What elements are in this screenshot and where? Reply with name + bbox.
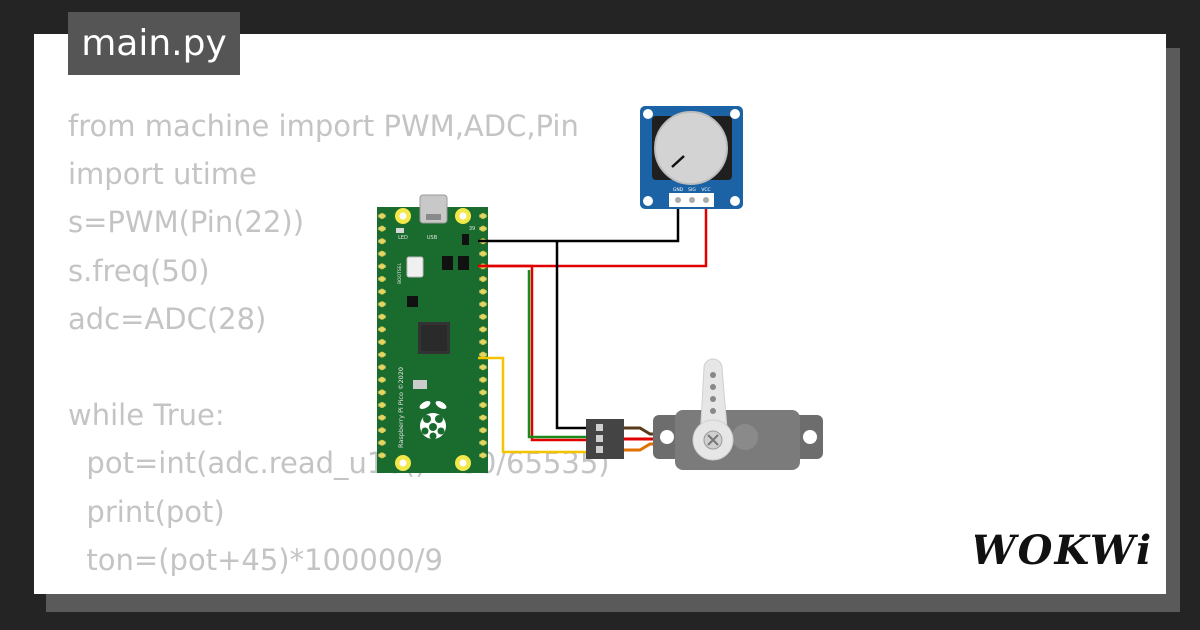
header-pin-pad bbox=[479, 340, 487, 344]
wire-vcc-servo bbox=[478, 264, 590, 442]
servo-horn bbox=[692, 358, 734, 461]
header-pin-pad bbox=[378, 453, 386, 457]
pot-knob[interactable] bbox=[654, 111, 728, 185]
pin-number-label: 39 bbox=[469, 226, 475, 232]
wire-pwm-servo bbox=[478, 356, 590, 454]
header-pin-pad bbox=[479, 365, 487, 369]
header-pin-pad bbox=[479, 315, 487, 319]
header-pin-pad bbox=[479, 302, 487, 306]
code-line: import utime bbox=[68, 157, 257, 192]
code-line: s.freq(50) bbox=[68, 253, 210, 288]
wokwi-logo-text: WOKWi bbox=[975, 528, 1150, 574]
wires bbox=[478, 197, 708, 454]
potentiometer[interactable]: GND SIG VCC bbox=[640, 106, 743, 209]
header-pin-pad bbox=[378, 302, 386, 306]
led-label: LED bbox=[398, 235, 408, 241]
pot-pin-label: SIG bbox=[688, 187, 696, 193]
header-pin-pad bbox=[378, 390, 386, 394]
header-pin-pad bbox=[378, 441, 386, 445]
header-pin-pad bbox=[378, 353, 386, 357]
code-line: ton=(pot+45)*100000/9 bbox=[68, 542, 444, 577]
code-line: s=PWM(Pin(22)) bbox=[68, 205, 305, 240]
raspberry-logo-icon bbox=[419, 401, 447, 440]
pot-pin-label: GND bbox=[673, 187, 684, 193]
wire-vcc-pot bbox=[478, 197, 708, 268]
header-pin-pad bbox=[378, 214, 386, 218]
header-pin-pad bbox=[378, 252, 386, 256]
header-pin-pad bbox=[378, 290, 386, 294]
header-pin-pad bbox=[378, 227, 386, 231]
code-snippet: from machine import PWM,ADC,Pin import ut… bbox=[68, 102, 610, 594]
header-pin-pad bbox=[479, 290, 487, 294]
header-pin-pad bbox=[378, 365, 386, 369]
header-pin-pad bbox=[479, 227, 487, 231]
pot-indicator bbox=[671, 155, 685, 168]
wire-gnd-servo bbox=[555, 241, 590, 430]
header-pin-pad bbox=[378, 403, 386, 407]
servo-motor[interactable] bbox=[586, 358, 823, 470]
board-silkscreen: Raspberry Pi Pico ©2020 bbox=[397, 367, 405, 448]
code-line: while True: bbox=[68, 398, 225, 433]
header-pin-pad bbox=[479, 353, 487, 357]
bootsel-label: BOOTSEL bbox=[397, 262, 403, 284]
header-pin-pad bbox=[479, 252, 487, 256]
header-pin-pad bbox=[378, 315, 386, 319]
header-pin-pad bbox=[378, 327, 386, 331]
pico-board[interactable]: LED USB 39 BOOTSEL Raspberry Pi Pico ©20… bbox=[377, 194, 488, 473]
header-pin-pad bbox=[378, 264, 386, 268]
header-pin-pad bbox=[479, 453, 487, 457]
code-line: s.duty_ns(int(ton)) bbox=[68, 584, 610, 594]
header-pin-pad bbox=[479, 214, 487, 218]
pico-pins-left bbox=[378, 213, 386, 459]
code-line: from machine import PWM,ADC,Pin bbox=[68, 109, 579, 143]
header-pin-pad bbox=[378, 378, 386, 382]
wire-signal-adc bbox=[527, 270, 590, 439]
code-line: adc=ADC(28) bbox=[68, 301, 267, 336]
wire-gnd-pot bbox=[478, 197, 680, 243]
header-pin-pad bbox=[479, 441, 487, 445]
header-pin-pad bbox=[378, 340, 386, 344]
header-pin-pad bbox=[378, 277, 386, 281]
header-pin-pad bbox=[479, 277, 487, 281]
header-pin-pad bbox=[479, 428, 487, 432]
pot-pin-label: VCC bbox=[701, 187, 710, 193]
servo-connector bbox=[586, 419, 624, 459]
project-card: from machine import PWM,ADC,Pin import ut… bbox=[34, 34, 1166, 594]
header-pin-pad bbox=[479, 390, 487, 394]
file-tab[interactable]: main.py bbox=[68, 12, 240, 75]
header-pin-pad bbox=[479, 378, 487, 382]
header-pin-pad bbox=[378, 428, 386, 432]
code-line: print(pot) bbox=[68, 494, 225, 529]
bootsel-button[interactable] bbox=[406, 256, 424, 278]
header-pin-pad bbox=[378, 416, 386, 420]
pico-pins-right bbox=[479, 213, 487, 459]
header-pin-pad bbox=[479, 403, 487, 407]
header-pin-pad bbox=[479, 327, 487, 331]
usb-label: USB bbox=[427, 235, 438, 241]
header-pin-pad bbox=[479, 416, 487, 420]
header-pin-pad bbox=[378, 239, 386, 243]
wokwi-logo: WOKWi bbox=[975, 528, 1150, 574]
